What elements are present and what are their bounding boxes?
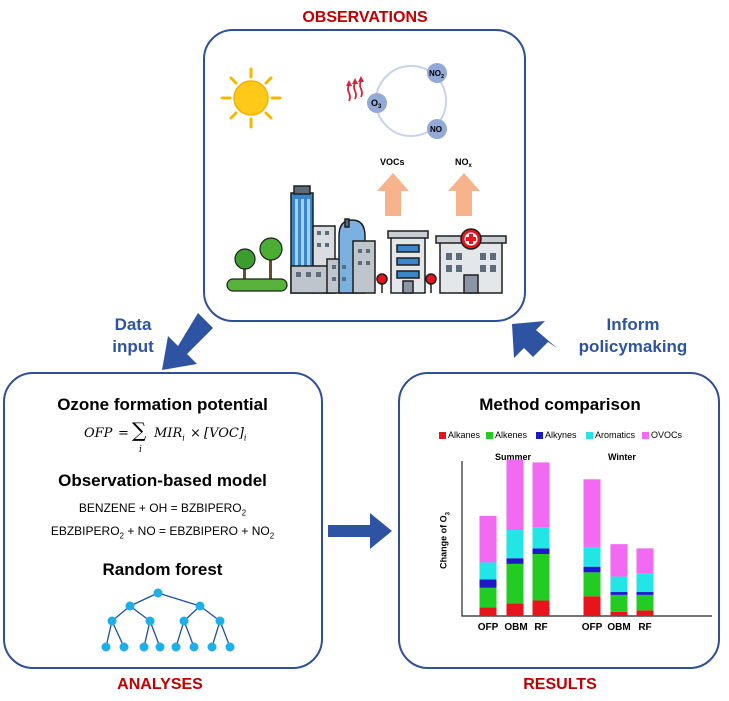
sun-icon	[220, 67, 282, 129]
vocs-emission-arrow	[377, 173, 409, 216]
x-tick-label: OFP	[477, 622, 499, 633]
chart-title: Method comparison	[479, 395, 641, 414]
x-tick-label: RF	[638, 622, 652, 633]
ofp-title: Ozone formation potential	[57, 395, 268, 414]
city-buildings-icon	[290, 185, 507, 294]
obm-title: Observation-based model	[58, 471, 267, 490]
nox-label: NOx	[455, 157, 473, 169]
random-forest-tree-icon	[101, 588, 235, 652]
x-tick-label: OBM	[607, 622, 631, 633]
observations-illustration: O3 NO2 NO VOCs NOx	[220, 63, 507, 294]
analyses-header: ANALYSES	[117, 676, 203, 693]
legend-alkynes: Alkynes	[536, 430, 577, 440]
legend-aromatics: Aromatics	[586, 430, 635, 440]
results-header: RESULTS	[523, 676, 597, 693]
no2-label: NO2	[429, 69, 444, 80]
analyses-panel	[3, 372, 323, 669]
nox-emission-arrow	[448, 173, 480, 216]
vocs-label: VOCs	[380, 157, 405, 167]
inform-policy-arrow	[512, 321, 557, 358]
legend-ovocs: OVOCs	[642, 430, 682, 440]
no-label: NO	[430, 125, 442, 134]
x-tick-label: OBM	[504, 622, 528, 633]
data-input-arrow	[162, 313, 213, 370]
legend-alkanes: Alkanes	[439, 430, 480, 440]
reaction-1: BENZENE + OH = BZBIPERO2	[78, 501, 247, 518]
rf-title: Random forest	[102, 560, 223, 579]
group-label-winter: Winter	[608, 452, 636, 462]
group-label-summer: Summer	[495, 452, 532, 462]
x-tick-label: RF	[534, 622, 548, 633]
ofp-formula: OFP = ∑ i MIRi × [VOC]i	[84, 418, 247, 455]
trees-icon	[226, 237, 288, 292]
observations-panel: O3 NO2 NO VOCs NOx	[203, 29, 526, 322]
y-axis-label: Change of O3	[438, 511, 452, 569]
analyses-to-results-arrow	[328, 513, 392, 549]
x-tick-label: OFP	[581, 622, 603, 633]
uv-arrows-icon	[347, 80, 363, 102]
reaction-2: EBZBIPERO2 + NO = EBZBIPERO + NO2	[50, 524, 275, 541]
o3-label: O3	[371, 98, 382, 110]
legend-alkenes: Alkenes	[486, 430, 527, 440]
observations-header: OBSERVATIONS	[302, 9, 428, 26]
